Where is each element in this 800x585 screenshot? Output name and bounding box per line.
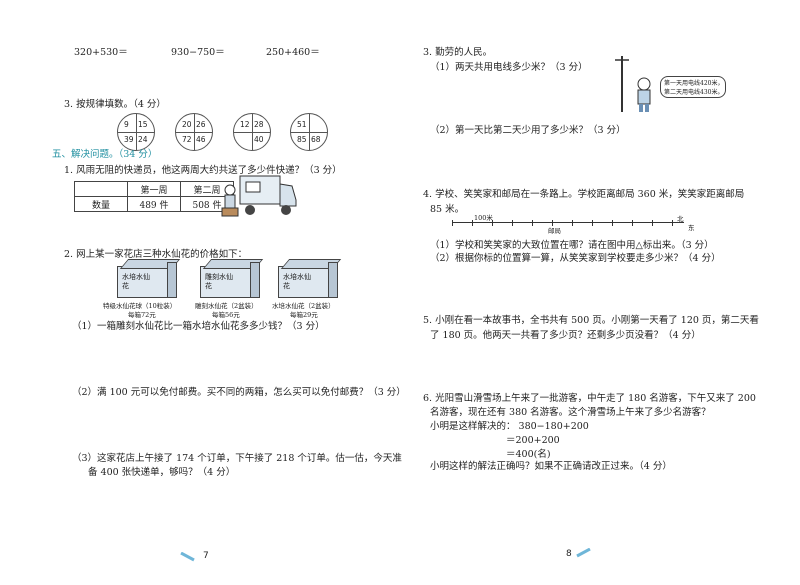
delivery-truck-illustration [221,175,297,217]
r-q6-b: 名游客，现在还有 380 名游客。这个滑雪场上午来了多少名游客？ [430,407,711,418]
flower-box-1: 水培水仙花 [117,259,181,298]
q1-text: 1. 风雨无阻的快递员，他这两周大约共送了多少件快递？（3 分） [64,165,342,176]
r-q4-2: （2）根据你标的位置算一算，从笑笑家到学校要走多少米？（4 分） [430,253,721,264]
table-cell-week1: 489 件 [127,196,181,212]
flower-box-3: 水培水仙花 [278,259,342,298]
flower-box-2: 雕刻水仙花 [200,259,264,298]
r-q5-a: 5. 小刚在看一本故事书，全书共有 500 页。小刚第一天看了 120 页，第二… [423,315,759,326]
q2-1-text: （1）一箱雕刻水仙花比一箱水培水仙花多多少钱？（3 分） [72,321,325,332]
r-q6-f: 小明这样的解法正确吗？如果不正确请改正过来。（4 分） [430,461,672,472]
electrician-illustration [615,56,651,112]
calc-2: 930−750＝ [171,47,225,58]
table-cell-week2: 508 件 [180,196,234,212]
r-q6-d: ＝200+200 [506,435,560,446]
calc-3: 250+460＝ [266,47,320,58]
post-office-label: 邮局 [548,227,561,235]
table-header-week1: 第一周 [127,181,181,197]
r-q3-2: （2）第一天比第二天少用了多少米？（3 分） [430,125,626,136]
q2-text: 2. 网上某一家花店三种水仙花的价格如下： [64,249,248,260]
r-q3-1: （1）两天共用电线多少米？（3 分） [430,62,588,73]
table-cell-label: 数量 [74,196,128,212]
box-2-caption: 雕刻水仙花（2盆装） [195,302,258,310]
section-5-title: 五、解决问题。（34 分） [52,149,158,160]
table-header-empty [74,181,128,197]
box-1-price: 每箱72元 [128,311,156,319]
pencil-icon [576,548,591,558]
number-line-scale: 100米 [474,214,493,222]
speech-bubble: 第一天用电线420米， 第二天用电线430米。 [660,76,726,98]
r-q6-a: 6. 光阳雪山滑雪场上午来了一批游客，中午走了 180 名游客，下午又来了 20… [423,393,756,404]
r-q3-title: 3. 勤劳的人民。 [423,47,493,58]
q3-title: 3. 按规律填数。（4 分） [64,99,166,110]
page-number-left: 7 [203,551,209,561]
q2-2-text: （2）满 100 元可以免付邮费。买不同的两箱，怎么买可以免付邮费？（3 分） [72,387,406,398]
box-2-price: 每箱56元 [212,311,240,319]
q2-3-text-a: （3）这家花店上午接了 174 个订单，下午接了 218 个订单。估一估，今天准 [72,453,402,464]
r-q6-c: 小明是这样解决的： 380−180+200 [430,421,589,432]
bubble-line-2: 第二天用电线430米。 [664,89,724,96]
number-line [452,220,684,226]
bubble-line-1: 第一天用电线420米， [664,80,724,87]
page-number-right: 8 [566,549,572,559]
pencil-icon [180,552,195,562]
r-q6-e: ＝400(名) [506,449,551,460]
delivery-table: 第一周 第二周 数量 489 件 508 件 [74,181,234,212]
r-q4-1: （1）学校和笑笑家的大致位置在哪？请在图中用△标出来。（3 分） [430,240,714,251]
box-3-caption: 水培水仙花（2盆装） [272,302,335,310]
box-3-price: 每箱29元 [290,311,318,319]
box-1-caption: 特级水仙花球（10粒装） [103,302,177,310]
r-q4-a: 4. 学校、笑笑家和邮局在一条路上。学校距离邮局 360 米，笑笑家距离邮局 [423,189,745,200]
r-q5-b: 了 180 页。他两天一共看了多少页？还剩多少页没看？（4 分） [430,330,701,341]
compass-north: 北 [677,215,684,223]
r-q4-b: 85 米。 [430,204,465,215]
compass-east: 东 [688,224,695,232]
q2-3-text-b: 备 400 张快递单，够吗？（4 分） [88,467,236,478]
calc-1: 320+530＝ [74,47,128,58]
